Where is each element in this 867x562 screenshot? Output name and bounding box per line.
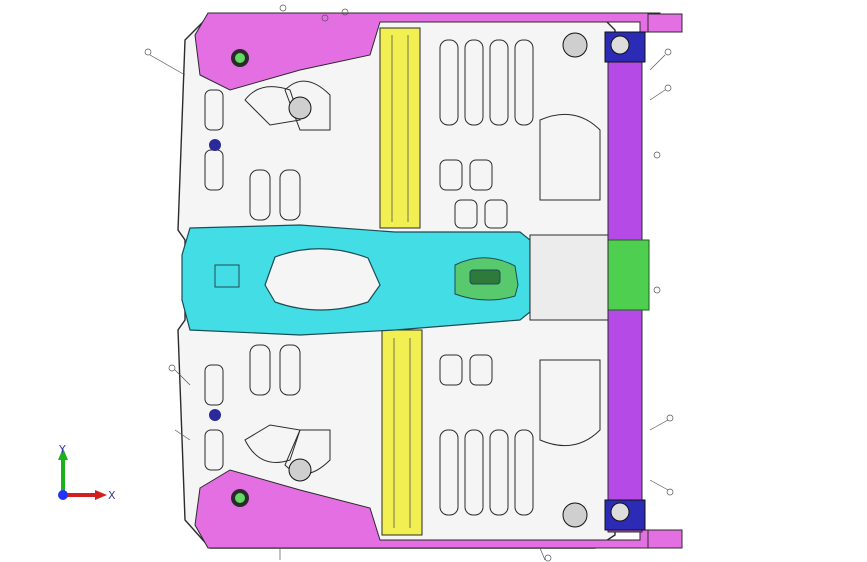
- x-axis-label: X: [108, 489, 116, 502]
- upper-floor-embossing: [204, 39, 601, 229]
- fasteners: [209, 32, 588, 528]
- triad-origin: [58, 490, 68, 500]
- green-bracket: [606, 239, 650, 311]
- rear-section: [529, 234, 609, 321]
- coordinate-triad: Y X: [58, 443, 116, 502]
- seat-rail-upper-yellow: [379, 27, 421, 229]
- annotation-balloons: [144, 4, 674, 562]
- top-rail-end-magenta: [647, 13, 683, 33]
- lower-floor-embossing: [204, 344, 601, 516]
- tunnel-opening: [264, 248, 381, 311]
- bottom-rail-end-magenta: [647, 529, 683, 549]
- annotation-leaders: [149, 54, 669, 561]
- seat-rail-lower-yellow: [381, 329, 423, 536]
- y-axis-label: Y: [58, 443, 66, 456]
